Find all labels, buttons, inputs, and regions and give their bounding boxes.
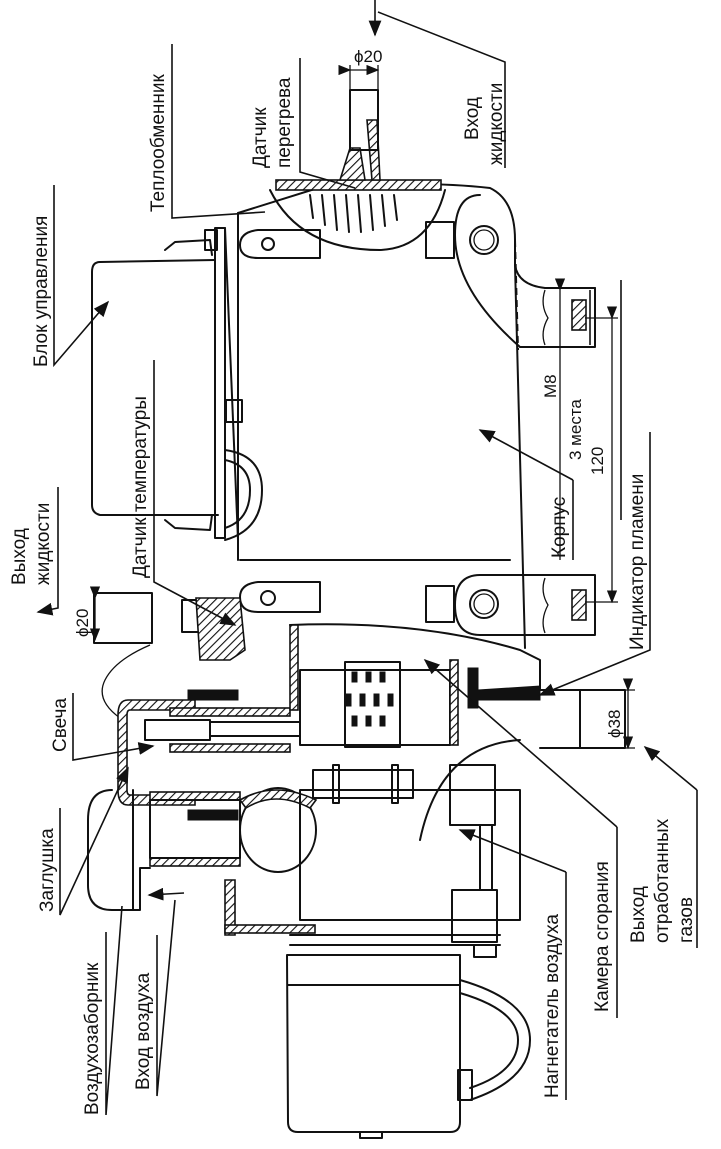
dim-inlet-diameter: ϕ20 bbox=[354, 47, 382, 66]
label-korpus: Корпус bbox=[549, 497, 570, 558]
dim-exhaust-diameter: ϕ38 bbox=[605, 710, 624, 738]
dimension-exhaust bbox=[580, 678, 635, 750]
chamber-slots bbox=[345, 671, 394, 727]
mounting-lug-top bbox=[425, 194, 596, 348]
label-svecha: Свеча bbox=[50, 698, 71, 752]
label-vyhod-gazov-2: отработанных bbox=[652, 818, 673, 943]
label-kamera-sgoraniya: Камера сгорания bbox=[592, 861, 613, 1012]
label-vhod-zhidkosti-2: жидкости bbox=[486, 83, 507, 165]
label-zaglushka: Заглушка bbox=[37, 828, 58, 912]
heat-exchanger bbox=[269, 65, 446, 251]
dim-outlet-diameter: ϕ20 bbox=[73, 609, 92, 637]
label-datchik-peregreva-1: Датчик bbox=[250, 107, 271, 168]
heater-body bbox=[237, 183, 596, 691]
blower-motor bbox=[286, 954, 531, 1139]
label-vyhod-gazov-1: Выход bbox=[628, 886, 649, 943]
labels: Вход жидкости Теплообменник Датчик перег… bbox=[9, 47, 697, 1115]
combustion-chamber bbox=[289, 624, 541, 804]
label-vhod-vozduha: Вход воздуха bbox=[133, 972, 154, 1090]
dim-places: 3 места bbox=[566, 399, 585, 460]
dimension-lug-spacing bbox=[554, 278, 618, 604]
label-vozduhozabornik: Воздухозаборник bbox=[82, 962, 103, 1115]
label-blok-upravleniya: Блок управления bbox=[31, 216, 52, 367]
leader-lines bbox=[36, 0, 698, 1116]
label-teploobmennik: Теплообменник bbox=[148, 73, 169, 212]
label-vyhod-zhidkosti-2: жидкости bbox=[33, 503, 54, 585]
air-blower bbox=[289, 764, 521, 958]
control-unit bbox=[91, 227, 263, 541]
air-intake bbox=[87, 787, 318, 936]
label-nagnetatel-vozduha: Нагнетатель воздуха bbox=[542, 914, 563, 1098]
label-vyhod-zhidkosti-1: Выход bbox=[9, 528, 30, 585]
label-vyhod-gazov-3: газов bbox=[676, 897, 697, 943]
glow-plug-assembly bbox=[117, 689, 301, 821]
label-datchik-peregreva-2: перегрева bbox=[274, 77, 295, 168]
heat-exchanger-fins bbox=[309, 194, 398, 233]
label-datchik-temperatury: Датчик температуры bbox=[130, 396, 151, 578]
dim-thread: M8 bbox=[541, 374, 560, 398]
dim-spacing: 120 bbox=[588, 447, 607, 475]
label-indikator-plameni: Индикатор пламени bbox=[627, 474, 648, 650]
mounting-lug-left bbox=[239, 229, 321, 613]
label-vhod-zhidkosti-1: Вход bbox=[462, 97, 483, 140]
mounting-lug-mid bbox=[425, 574, 596, 636]
